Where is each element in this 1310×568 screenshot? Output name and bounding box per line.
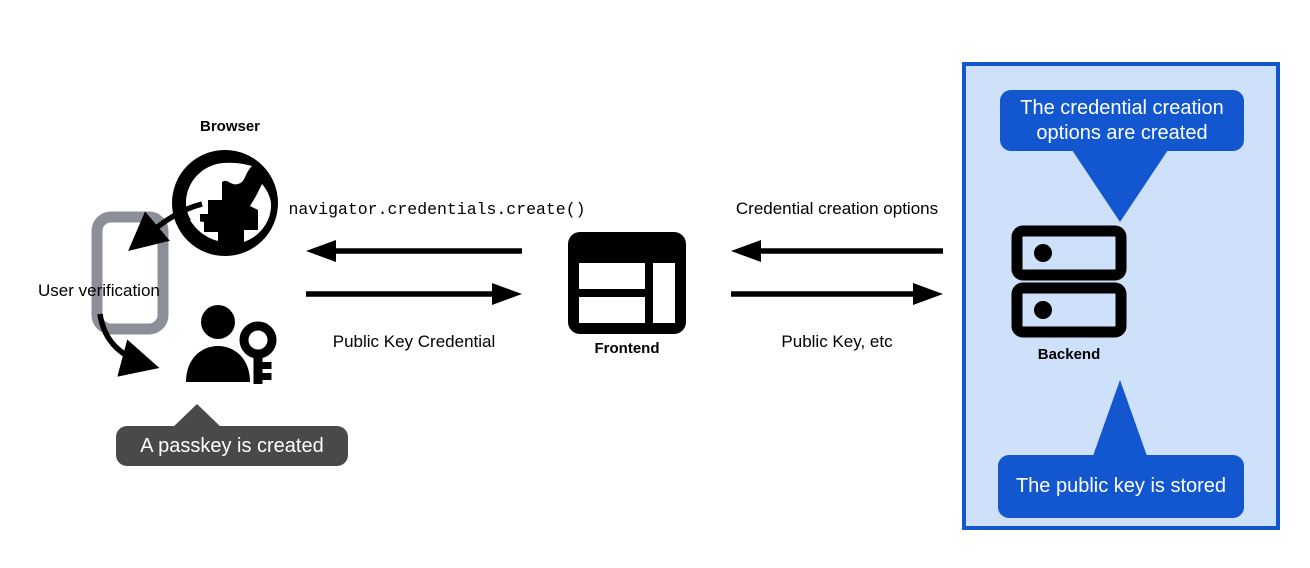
frontend-label: Frontend [594,340,660,357]
callout-public-key-stored: The public key is stored [998,380,1244,518]
arrow-backend-to-frontend [731,240,943,262]
arrow-browser-to-frontend [306,283,522,305]
callout-public-key-stored-text: The public key is stored [1015,475,1227,497]
flow-label-public-key-credential: Public Key Credential [332,332,496,351]
arrow-browser-to-phone [100,196,210,276]
callout-passkey-created-text: A passkey is created [140,434,324,457]
backend-label: Backend [1037,346,1101,363]
arrow-frontend-to-backend [731,283,943,305]
callout-credential-options-bubble: The credential creation options are crea… [1000,90,1244,151]
webpage-layout-icon [568,232,686,334]
callout-passkey-created: A passkey is created [116,404,348,466]
globe-icon [166,144,284,262]
arrow-phone-to-user [96,310,206,390]
flow-label-credential-creation-options: Credential creation options [735,199,939,218]
arrow-frontend-to-browser [306,240,522,262]
flow-label-navigator-create: navigator.credentials.create() [288,200,586,219]
callout-credential-options-text: The credential creation options are crea… [1020,96,1224,144]
callout-credential-options: The credential creation options are crea… [1000,90,1244,222]
server-rack-icon [1011,225,1127,338]
browser-label: Browser [199,118,261,135]
callout-passkey-created-pointer [170,404,224,430]
callout-passkey-created-bubble: A passkey is created [116,426,348,466]
user-verification-label: User verification [38,281,160,300]
callout-public-key-stored-bubble: The public key is stored [998,455,1244,518]
callout-credential-options-pointer [1072,150,1168,222]
flow-label-public-key-etc: Public Key, etc [781,332,893,351]
user-with-key-icon [182,304,282,388]
